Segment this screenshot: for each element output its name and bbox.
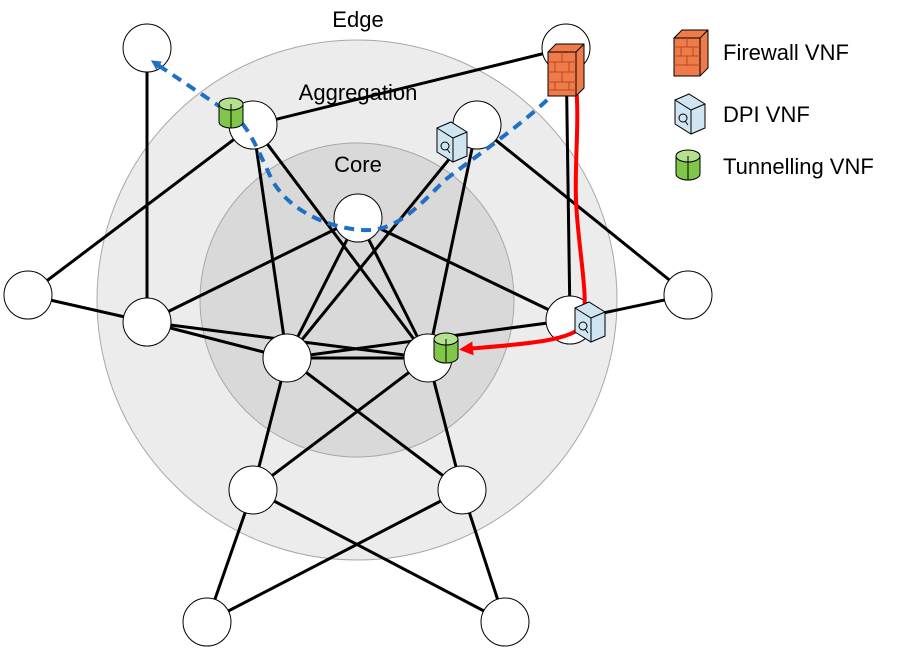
dpi-vnf-aggregation bbox=[436, 121, 468, 163]
link bbox=[357, 216, 571, 322]
link bbox=[285, 217, 360, 359]
link bbox=[206, 488, 463, 624]
core-node-top bbox=[333, 193, 383, 243]
link bbox=[251, 124, 430, 359]
aggregation-node-lower-right bbox=[437, 465, 487, 515]
link bbox=[146, 216, 359, 324]
link bbox=[252, 46, 567, 127]
firewall-icon bbox=[673, 29, 709, 77]
edge-node-left bbox=[3, 270, 53, 320]
link bbox=[426, 124, 479, 359]
tunnelling-vnf-core-right bbox=[433, 332, 459, 364]
firewall-vnf-top-right bbox=[547, 43, 585, 97]
link bbox=[27, 123, 254, 297]
dpi-vnf-right bbox=[574, 301, 606, 343]
core-zone-label: Core bbox=[334, 152, 382, 177]
edge-node-top-left bbox=[122, 23, 172, 73]
aggregation-zone-label: Aggregation bbox=[299, 80, 418, 105]
edge-zone-label: Edge bbox=[332, 7, 383, 32]
link bbox=[476, 123, 689, 297]
dpi-icon bbox=[674, 93, 706, 135]
link bbox=[252, 356, 429, 492]
legend-dpi-label: DPI VNF bbox=[723, 102, 810, 127]
nodes bbox=[3, 23, 713, 647]
legend: Firewall VNF DPI VNF Tunnelling VNF bbox=[673, 29, 874, 181]
tunnelling-vnf-upper-left bbox=[218, 97, 244, 129]
legend-tunnelling-label: Tunnelling VNF bbox=[723, 154, 874, 179]
link bbox=[286, 356, 463, 492]
red-service-path bbox=[459, 49, 587, 356]
aggregation-node-lower-left bbox=[228, 465, 278, 515]
blue-service-path bbox=[150, 60, 572, 233]
links bbox=[27, 46, 689, 624]
core-node-left bbox=[262, 333, 312, 383]
edge-node-right bbox=[663, 270, 713, 320]
legend-firewall-label: Firewall VNF bbox=[723, 40, 849, 65]
tunnelling-icon bbox=[675, 149, 701, 181]
link bbox=[285, 124, 479, 359]
link bbox=[356, 217, 430, 359]
link bbox=[251, 124, 289, 359]
link bbox=[252, 488, 506, 624]
aggregation-node-left bbox=[122, 297, 172, 347]
edge-node-bottom-right bbox=[480, 597, 530, 647]
edge-node-bottom-left bbox=[182, 597, 232, 647]
